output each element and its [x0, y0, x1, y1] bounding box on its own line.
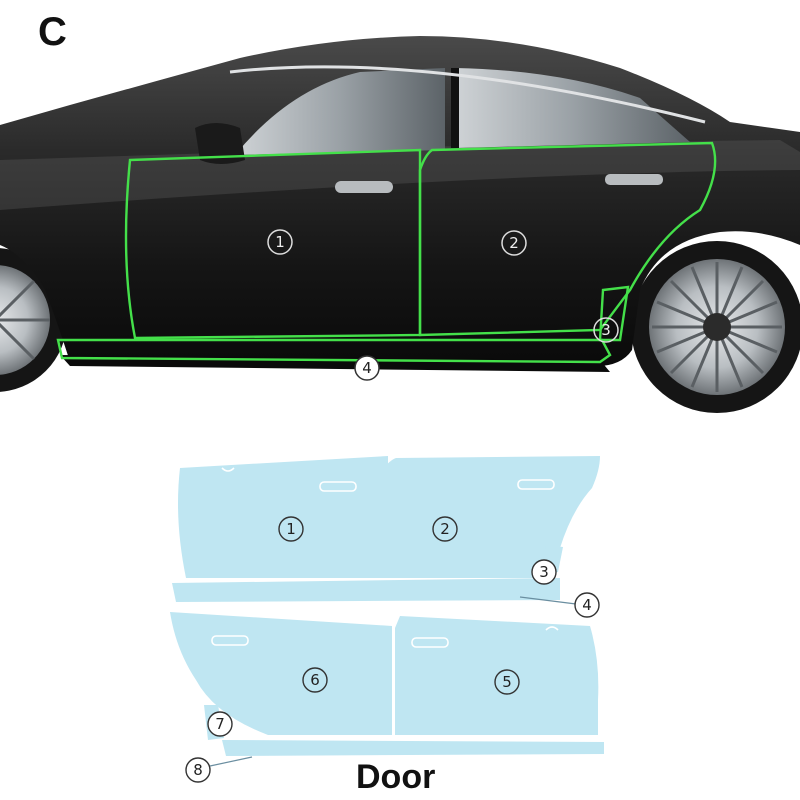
svg-text:1: 1 [286, 520, 296, 538]
pattern-marker-1: 1 [278, 516, 304, 542]
car-marker-4: 4 [354, 355, 380, 381]
outline-rear-door [418, 141, 717, 337]
pattern-marker-7: 7 [207, 711, 233, 737]
rear-window [455, 68, 690, 148]
svg-text:7: 7 [215, 715, 225, 733]
section-title: Door [356, 758, 436, 796]
car-side-view: 1 2 3 4 [0, 36, 800, 413]
pattern-marker-8: 8 [185, 757, 211, 783]
svg-text:6: 6 [310, 671, 320, 689]
rear-door-handle [605, 174, 663, 185]
film-piece-4 [172, 578, 560, 602]
svg-text:8: 8 [193, 761, 203, 779]
front-door-handle [335, 181, 393, 193]
svg-text:3: 3 [601, 321, 611, 339]
pattern-marker-6: 6 [302, 667, 328, 693]
film-pattern-sheet [170, 456, 604, 756]
svg-text:1: 1 [275, 233, 285, 251]
svg-text:3: 3 [539, 563, 549, 581]
side-mirror [195, 123, 245, 164]
pattern-leader-lines [209, 596, 577, 767]
car-marker-2: 2 [501, 230, 527, 256]
car-marker-3: 3 [593, 317, 619, 343]
svg-text:4: 4 [582, 596, 592, 614]
film-piece-8 [222, 740, 604, 756]
corner-label: C [38, 10, 67, 54]
svg-text:5: 5 [502, 673, 512, 691]
pattern-marker-4: 4 [574, 592, 600, 618]
outline-front-door [124, 148, 422, 340]
outline-rear-fender [598, 285, 630, 342]
svg-text:2: 2 [509, 234, 519, 252]
pattern-marker-3: 3 [531, 559, 557, 585]
outline-rocker [56, 338, 612, 364]
svg-text:4: 4 [362, 359, 372, 377]
pattern-marker-5: 5 [494, 669, 520, 695]
rear-wheel [631, 241, 800, 413]
pattern-marker-2: 2 [432, 516, 458, 542]
car-marker-1: 1 [267, 229, 293, 255]
film-piece-2 [382, 456, 600, 578]
front-window [235, 68, 445, 155]
film-piece-6 [170, 612, 392, 735]
film-piece-1 [178, 456, 388, 578]
svg-text:2: 2 [440, 520, 450, 538]
film-outline [56, 141, 717, 364]
